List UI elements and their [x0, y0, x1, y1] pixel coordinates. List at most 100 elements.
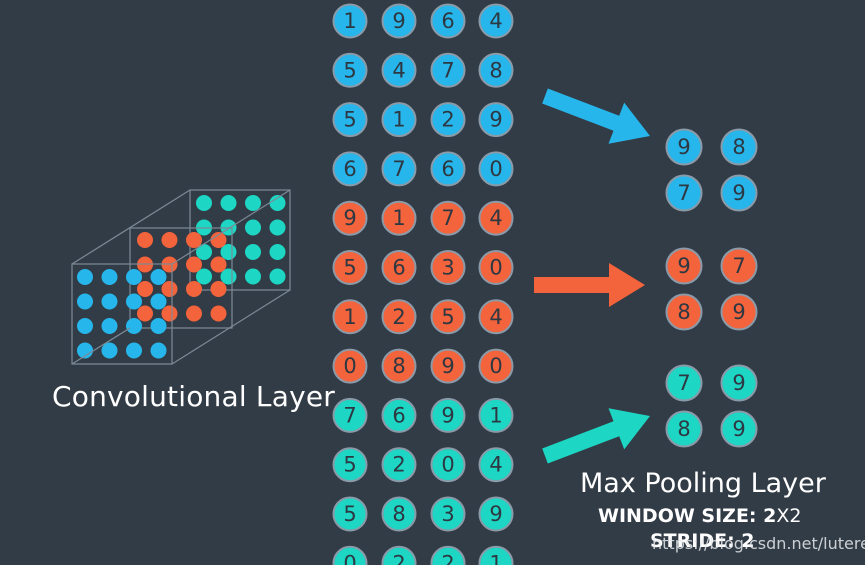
- feature-node: 6: [430, 3, 466, 39]
- feature-node-circle: [430, 52, 466, 88]
- feature-node: 3: [430, 496, 466, 532]
- feature-node: 7: [381, 151, 417, 187]
- feature-node: 0: [478, 250, 514, 285]
- feature-node-circle: [478, 3, 514, 39]
- cube-dot: [210, 281, 227, 297]
- cube-edge: [171, 289, 291, 365]
- feature-node-value: 2: [392, 305, 405, 329]
- feature-node-circle: [478, 299, 514, 335]
- pooled-node-circle: [665, 247, 703, 285]
- cube-dot: [126, 293, 142, 310]
- max-pooling-layer-label: Max Pooling Layer: [580, 468, 826, 499]
- feature-node-value: 3: [441, 256, 454, 280]
- feature-node-circle: [332, 151, 368, 187]
- cube-dot: [150, 318, 167, 334]
- feature-node-value: 6: [441, 157, 454, 181]
- pooled-node-circle: [720, 128, 758, 166]
- feature-node-circle: [478, 447, 514, 483]
- cube-dot: [126, 342, 142, 359]
- feature-node: 1: [332, 299, 368, 335]
- feature-node-circle: [430, 397, 466, 433]
- feature-node-value: 7: [441, 206, 454, 230]
- cube-dot: [210, 232, 227, 248]
- feature-node: 4: [381, 52, 417, 88]
- feature-node: 1: [381, 102, 417, 138]
- feature-node-value: 0: [441, 453, 454, 477]
- feature-node-value: 1: [343, 9, 356, 33]
- feature-node-circle: [381, 3, 417, 39]
- feature-node-circle: [332, 3, 368, 39]
- pooled-node-value: 9: [677, 254, 690, 278]
- pooled-node-circle: [720, 293, 758, 331]
- feature-node: 7: [430, 200, 466, 236]
- feature-node-value: 0: [489, 256, 502, 280]
- feature-node: 7: [332, 397, 368, 433]
- feature-node-circle: [430, 348, 466, 384]
- feature-node: 5: [332, 250, 368, 285]
- feature-node-circle: [381, 545, 417, 565]
- feature-node-circle: [332, 496, 368, 532]
- feature-node-value: 0: [489, 354, 502, 378]
- feature-node: 5: [430, 299, 466, 335]
- feature-node-circle: [430, 151, 466, 187]
- feature-node: 1: [332, 3, 368, 39]
- cube-dot: [101, 342, 118, 359]
- feature-node-circle: [332, 447, 368, 483]
- feature-node-circle: [478, 397, 514, 433]
- feature-node-circle: [478, 151, 514, 187]
- pooled-node-circle: [720, 174, 758, 212]
- feature-node: 0: [430, 447, 466, 483]
- feature-node: 4: [478, 299, 514, 335]
- pooled-node: 7: [665, 174, 703, 212]
- feature-node: 6: [381, 397, 417, 433]
- window-size-value-rest: X2: [776, 505, 802, 527]
- feature-node-value: 7: [441, 58, 454, 82]
- pooled-node: 9: [720, 410, 758, 448]
- feature-node-value: 1: [392, 206, 405, 230]
- feature-node-value: 9: [343, 206, 356, 230]
- feature-node-circle: [332, 299, 368, 335]
- feature-node-value: 9: [441, 354, 454, 378]
- feature-node-circle: [332, 397, 368, 433]
- pooled-node: 9: [665, 247, 703, 285]
- feature-node: 8: [381, 348, 417, 384]
- cube-edge: [71, 189, 191, 265]
- feature-node-circle: [332, 102, 368, 138]
- cube-dot: [161, 232, 178, 248]
- convolutional-layer-cube: [71, 189, 291, 365]
- cube-dot: [245, 219, 261, 236]
- feature-node-circle: [332, 250, 368, 285]
- feature-node-circle: [381, 200, 417, 236]
- feature-node-circle: [430, 545, 466, 565]
- feature-node-value: 6: [392, 256, 405, 280]
- pooled-node: 7: [665, 364, 703, 402]
- cube-dot: [137, 232, 153, 248]
- feature-node-circle: [430, 3, 466, 39]
- feature-node-value: 0: [343, 354, 356, 378]
- feature-node-circle: [478, 102, 514, 138]
- feature-node: 2: [381, 299, 417, 335]
- cube-dot: [126, 269, 142, 285]
- feature-node-value: 8: [392, 502, 405, 526]
- pooled-node: 9: [665, 128, 703, 166]
- feature-node-value: 5: [343, 256, 356, 280]
- orange-plane: [137, 232, 227, 322]
- feature-node: 0: [332, 545, 368, 565]
- cube-dot: [186, 281, 202, 297]
- window-size-label: WINDOW SIZE: 2X2: [598, 505, 802, 527]
- feature-node-value: 9: [441, 403, 454, 427]
- pooled-node: 8: [665, 293, 703, 331]
- feature-node-value: 1: [489, 403, 502, 427]
- feature-node-value: 7: [392, 157, 405, 181]
- feature-node-value: 4: [489, 206, 502, 230]
- feature-node-circle: [332, 52, 368, 88]
- feature-node-value: 5: [343, 108, 356, 132]
- feature-node-value: 3: [441, 502, 454, 526]
- feature-node-circle: [332, 545, 368, 565]
- window-size-value-bold: 2: [763, 505, 777, 527]
- pooled-node-circle: [665, 128, 703, 166]
- cube-dot: [245, 244, 261, 260]
- cube-dot: [101, 293, 118, 310]
- feature-node: 2: [381, 545, 417, 565]
